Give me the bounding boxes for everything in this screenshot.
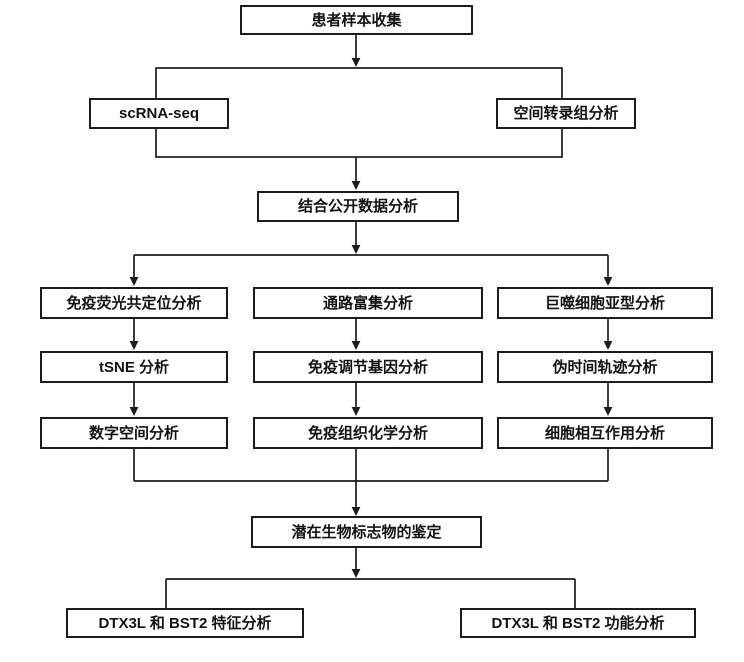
- arrowhead-collect-to-frame: [351, 58, 361, 67]
- node-immunohistochemistry: 免疫组织化学分析: [253, 417, 483, 449]
- arrowhead-col2-r2-r3: [351, 407, 361, 416]
- node-dtx3l-bst2-feature-analysis: DTX3L 和 BST2 特征分析: [66, 608, 304, 638]
- arrowhead-col2-r1-r2: [351, 341, 361, 350]
- node-cell-interaction: 细胞相互作用分析: [497, 417, 713, 449]
- arrowhead-col3-r2-r3: [603, 407, 613, 416]
- arrowhead-branch-to-col1: [129, 277, 139, 286]
- arrowhead-col1-r1-r2: [129, 341, 139, 350]
- node-immune-regulatory-genes: 免疫调节基因分析: [253, 351, 483, 383]
- node-tsne-analysis: tSNE 分析: [40, 351, 228, 383]
- node-combine-public-data: 结合公开数据分析: [257, 191, 459, 222]
- node-macrophage-subtype: 巨噬细胞亚型分析: [497, 287, 713, 319]
- node-pathway-enrichment: 通路富集分析: [253, 287, 483, 319]
- node-scrna-seq: scRNA-seq: [89, 98, 229, 129]
- node-spatial-transcriptomics: 空间转录组分析: [496, 98, 636, 129]
- node-pseudotime-trajectory: 伪时间轨迹分析: [497, 351, 713, 383]
- arrowhead-col3-r1-r2: [603, 341, 613, 350]
- node-potential-biomarker-identification: 潜在生物标志物的鉴定: [251, 516, 482, 548]
- node-patient-sample-collection: 患者样本收集: [240, 5, 473, 35]
- arrowhead-merge-to-identify: [351, 507, 361, 516]
- arrowhead-branch-to-col3: [603, 277, 613, 286]
- arrowhead-combine-to-branch: [351, 245, 361, 254]
- node-dtx3l-bst2-function-analysis: DTX3L 和 BST2 功能分析: [460, 608, 696, 638]
- node-digital-spatial-analysis: 数字空间分析: [40, 417, 228, 449]
- arrowhead-frame-to-combine: [351, 181, 361, 190]
- arrowhead-col1-r2-r3: [129, 407, 139, 416]
- node-immunofluorescence-colocalization: 免疫荧光共定位分析: [40, 287, 228, 319]
- arrowhead-identify-to-split: [351, 569, 361, 578]
